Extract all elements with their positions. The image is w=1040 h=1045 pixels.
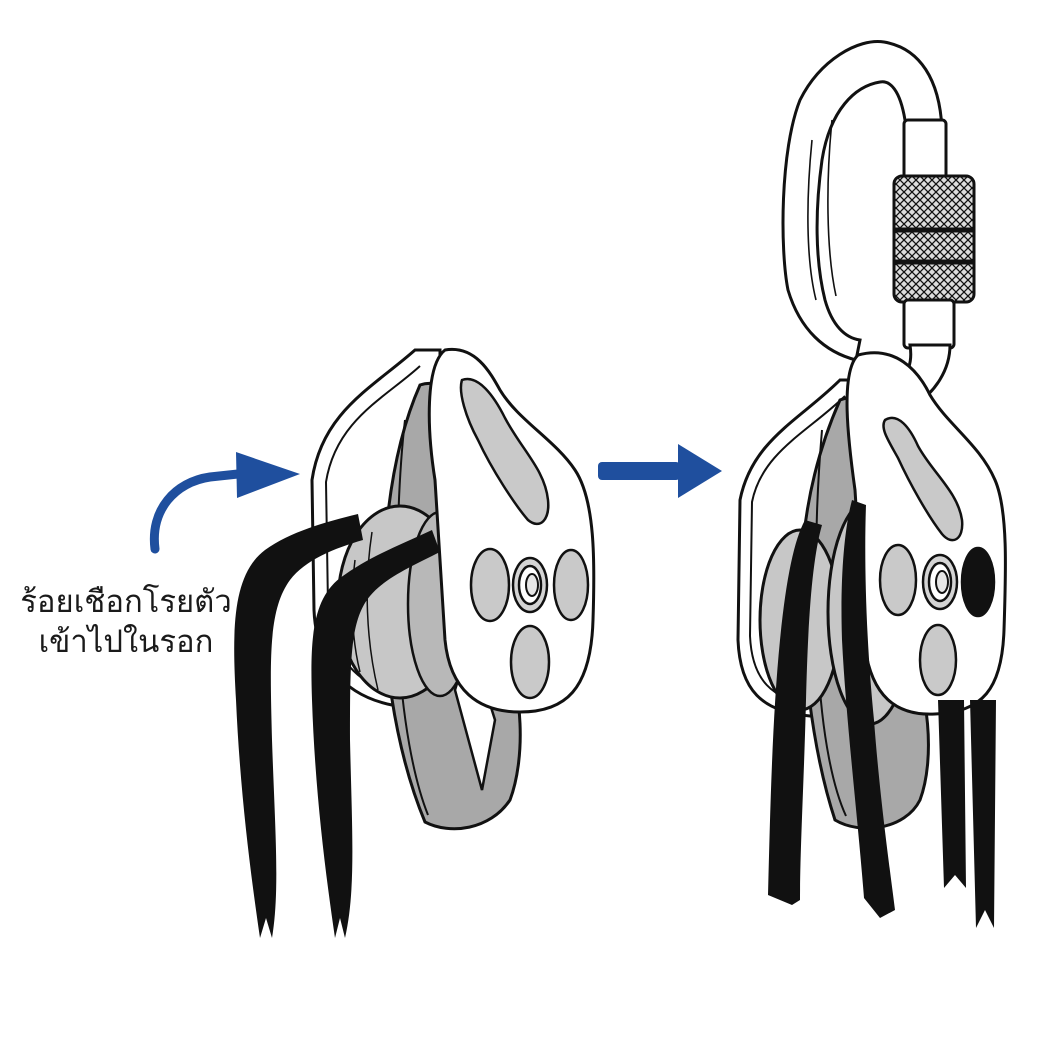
plate-hole <box>960 546 996 618</box>
instruction-line-1: ร้อยเชือกโรยตัว <box>20 584 232 620</box>
rope-strands <box>234 514 440 938</box>
gate-top <box>902 118 948 182</box>
curved-arrow-head <box>236 452 300 498</box>
instruction-text: ร้อยเชือกโรยตัว เข้าไปในรอก <box>0 582 252 662</box>
plate-hole <box>552 548 590 622</box>
gate-bottom <box>902 298 956 350</box>
rope-strand <box>234 514 363 938</box>
plate-hole <box>918 623 958 697</box>
rope-strand <box>938 700 966 888</box>
rope-strand <box>311 530 440 938</box>
rope-strand <box>841 500 895 918</box>
rope-strand <box>768 520 822 905</box>
rope-strands <box>768 500 996 928</box>
rope-strand <box>970 700 996 928</box>
arrow-right-icon <box>598 444 722 498</box>
plate-hole <box>509 624 551 700</box>
curved-arrow-icon <box>149 469 243 554</box>
carabiner-frame <box>781 40 944 362</box>
pulley-front-plate <box>845 351 1007 716</box>
front-plate-slot <box>882 416 964 542</box>
plate-hole <box>878 543 918 617</box>
plate-hole <box>469 547 511 623</box>
front-plate-slot <box>459 377 550 526</box>
pulley-front-plate <box>427 347 596 714</box>
locking-sleeve <box>892 174 976 304</box>
instruction-line-2: เข้าไปในรอก <box>38 624 214 660</box>
